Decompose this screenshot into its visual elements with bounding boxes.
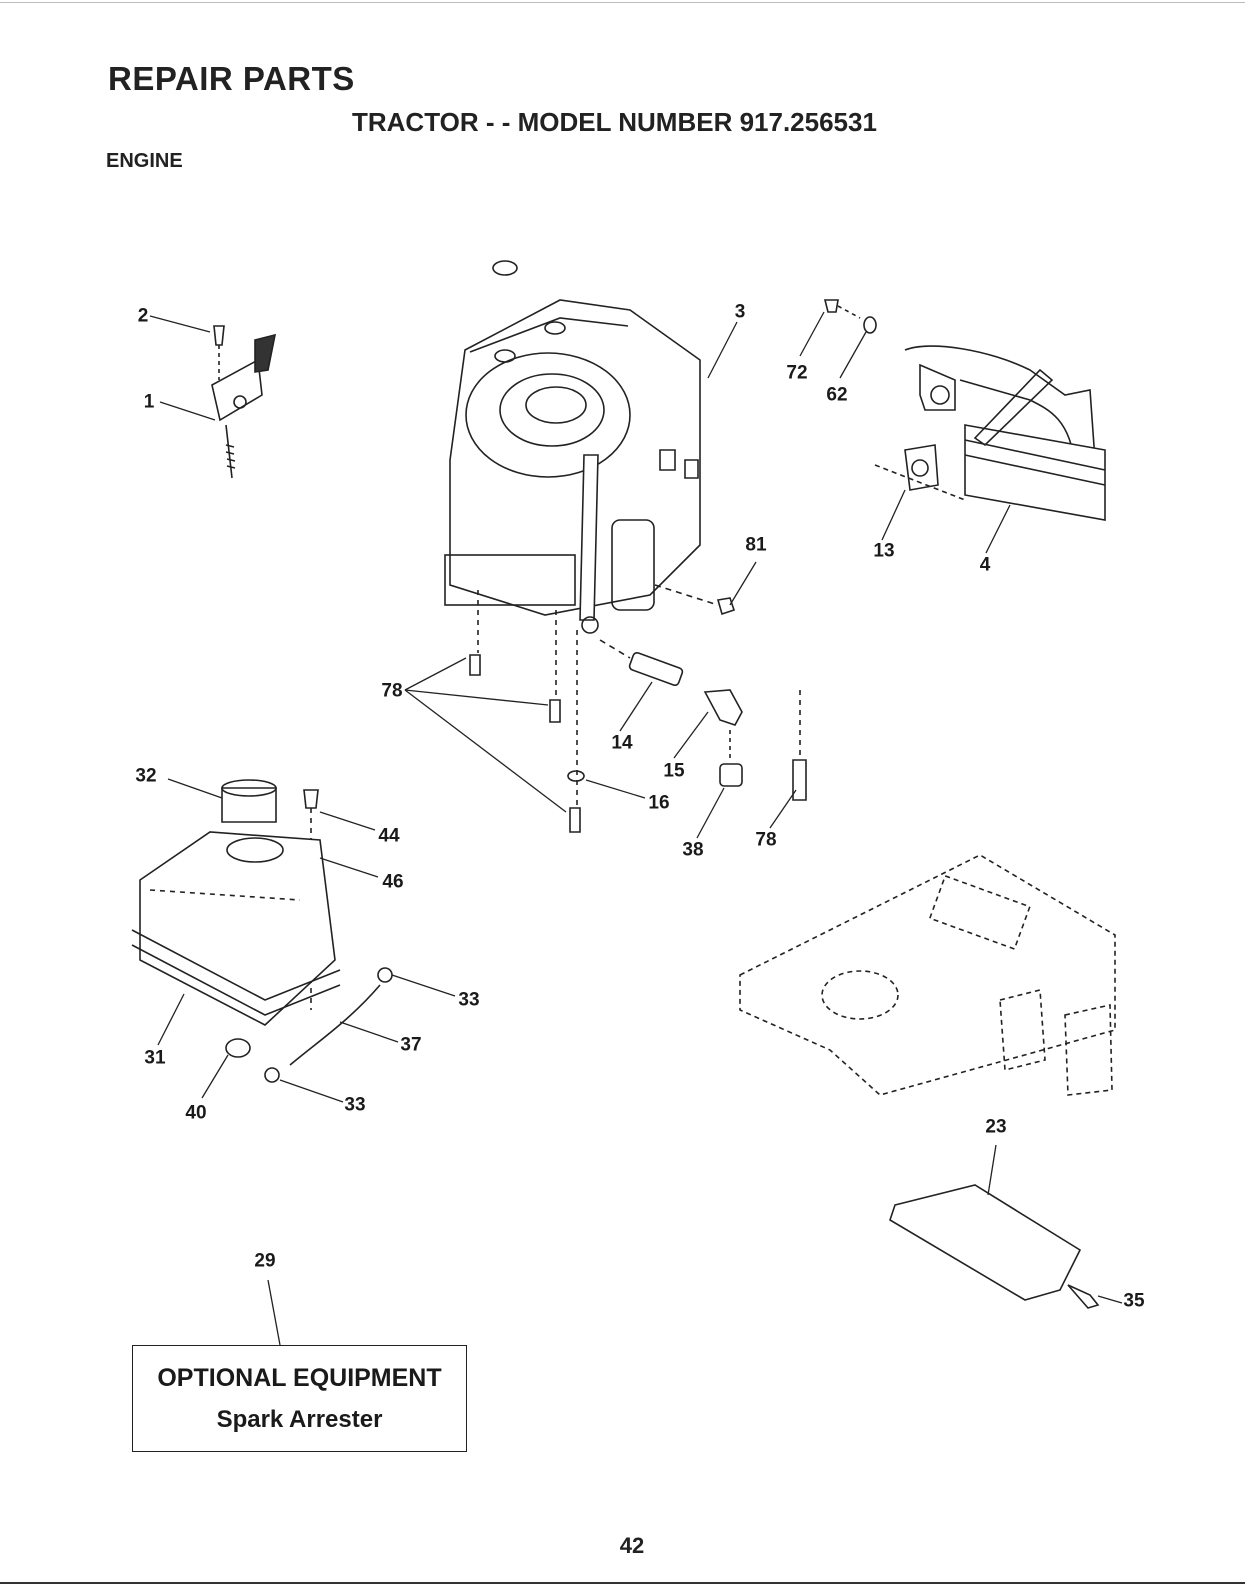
frame-drawing: [740, 855, 1115, 1095]
fuel-tank-drawing: [132, 780, 392, 1082]
callout-part-33-upper: 33: [458, 991, 479, 1010]
muffler-drawing: [825, 300, 1105, 520]
callout-part-78-stud: 78: [755, 831, 776, 850]
spark-arrester-label: Spark Arrester: [133, 1406, 466, 1434]
callout-part-4: 4: [980, 556, 991, 575]
optional-equipment-title: OPTIONAL EQUIPMENT: [133, 1364, 466, 1393]
callout-part-31: 31: [144, 1049, 165, 1068]
callout-part-15: 15: [663, 762, 684, 781]
callout-part-3: 3: [735, 303, 746, 322]
callout-part-13: 13: [873, 542, 894, 561]
callout-part-81: 81: [745, 536, 766, 555]
callout-part-16: 16: [648, 794, 669, 813]
callout-part-72: 72: [786, 364, 807, 383]
callout-part-78-bolts: 78: [381, 682, 402, 701]
callout-part-2: 2: [138, 307, 149, 326]
heat-shield-drawing: [890, 1185, 1098, 1308]
callout-part-44: 44: [378, 827, 399, 846]
callout-part-62: 62: [826, 386, 847, 405]
bottom-rule: [0, 1582, 1245, 1584]
callout-part-29: 29: [254, 1252, 275, 1271]
throttle-control-drawing: [212, 326, 275, 478]
callout-part-46: 46: [382, 873, 403, 892]
callout-part-33-lower: 33: [344, 1096, 365, 1115]
callout-part-37: 37: [400, 1036, 421, 1055]
callout-part-14: 14: [611, 734, 632, 753]
callout-part-32: 32: [135, 767, 156, 786]
engine-drawing: [445, 261, 700, 633]
callout-part-23: 23: [985, 1118, 1006, 1137]
fasteners-drawing: [470, 585, 806, 832]
optional-equipment-box: OPTIONAL EQUIPMENT Spark Arrester: [132, 1345, 467, 1452]
callout-part-1: 1: [144, 393, 155, 412]
page-number: 42: [620, 1533, 644, 1559]
callout-part-35: 35: [1123, 1292, 1144, 1311]
callout-part-38: 38: [682, 841, 703, 860]
callout-part-40: 40: [185, 1104, 206, 1123]
